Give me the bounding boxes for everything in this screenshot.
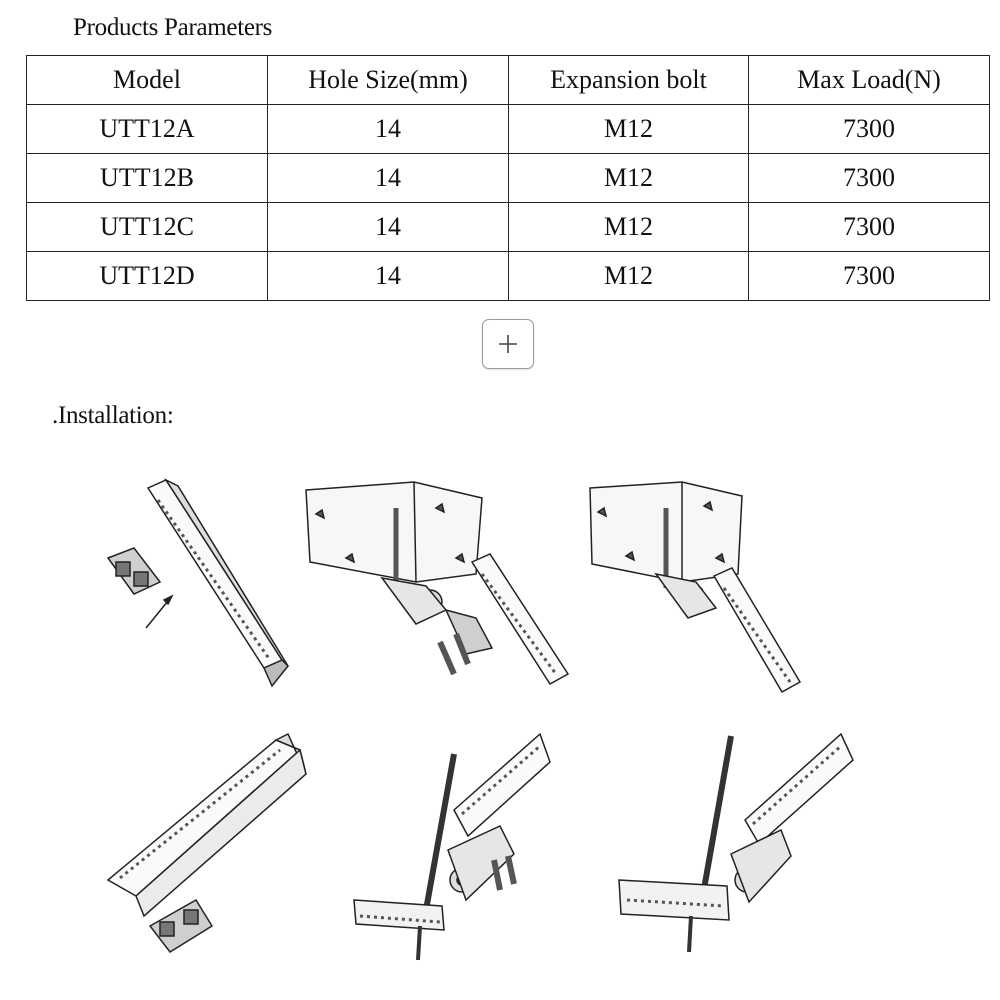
cell-hole-size: 14: [267, 202, 509, 252]
cell-model: UTT12A: [26, 104, 268, 154]
column-header-expansion-bolt: Expansion bolt: [508, 55, 749, 105]
add-button[interactable]: [482, 319, 534, 369]
plus-icon: [499, 335, 517, 353]
cell-hole-size: 14: [267, 104, 509, 154]
column-header-model: Model: [26, 55, 268, 105]
cell-max-load: 7300: [748, 153, 990, 203]
installation-step-1-illustration: [100, 470, 290, 700]
column-header-max-load: Max Load(N): [748, 55, 990, 105]
cell-hole-size: 14: [267, 153, 509, 203]
table-row: UTT12D 14 M12 7300: [26, 251, 990, 301]
cell-model: UTT12B: [26, 153, 268, 203]
products-parameters-title: Products Parameters: [73, 14, 273, 41]
cell-expansion-bolt: M12: [508, 251, 749, 301]
installation-step-4-illustration: [100, 730, 310, 970]
cell-max-load: 7300: [748, 202, 990, 252]
cell-expansion-bolt: M12: [508, 153, 749, 203]
table-header-row: Model Hole Size(mm) Expansion bolt Max L…: [26, 55, 990, 105]
cell-max-load: 7300: [748, 251, 990, 301]
table-row: UTT12B 14 M12 7300: [26, 153, 990, 203]
cell-model: UTT12C: [26, 202, 268, 252]
cell-expansion-bolt: M12: [508, 104, 749, 154]
installation-step-2-illustration: [296, 478, 576, 693]
cell-expansion-bolt: M12: [508, 202, 749, 252]
installation-step-6-illustration: [615, 730, 860, 970]
table-row: UTT12C 14 M12 7300: [26, 202, 990, 252]
installation-step-5-illustration: [350, 730, 570, 970]
column-header-hole-size: Hole Size(mm): [267, 55, 509, 105]
cell-hole-size: 14: [267, 251, 509, 301]
parameters-table: Model Hole Size(mm) Expansion bolt Max L…: [26, 55, 990, 301]
installation-step-3-illustration: [586, 478, 806, 703]
cell-model: UTT12D: [26, 251, 268, 301]
cell-max-load: 7300: [748, 104, 990, 154]
table-row: UTT12A 14 M12 7300: [26, 104, 990, 154]
installation-title: .Installation:: [52, 402, 174, 429]
